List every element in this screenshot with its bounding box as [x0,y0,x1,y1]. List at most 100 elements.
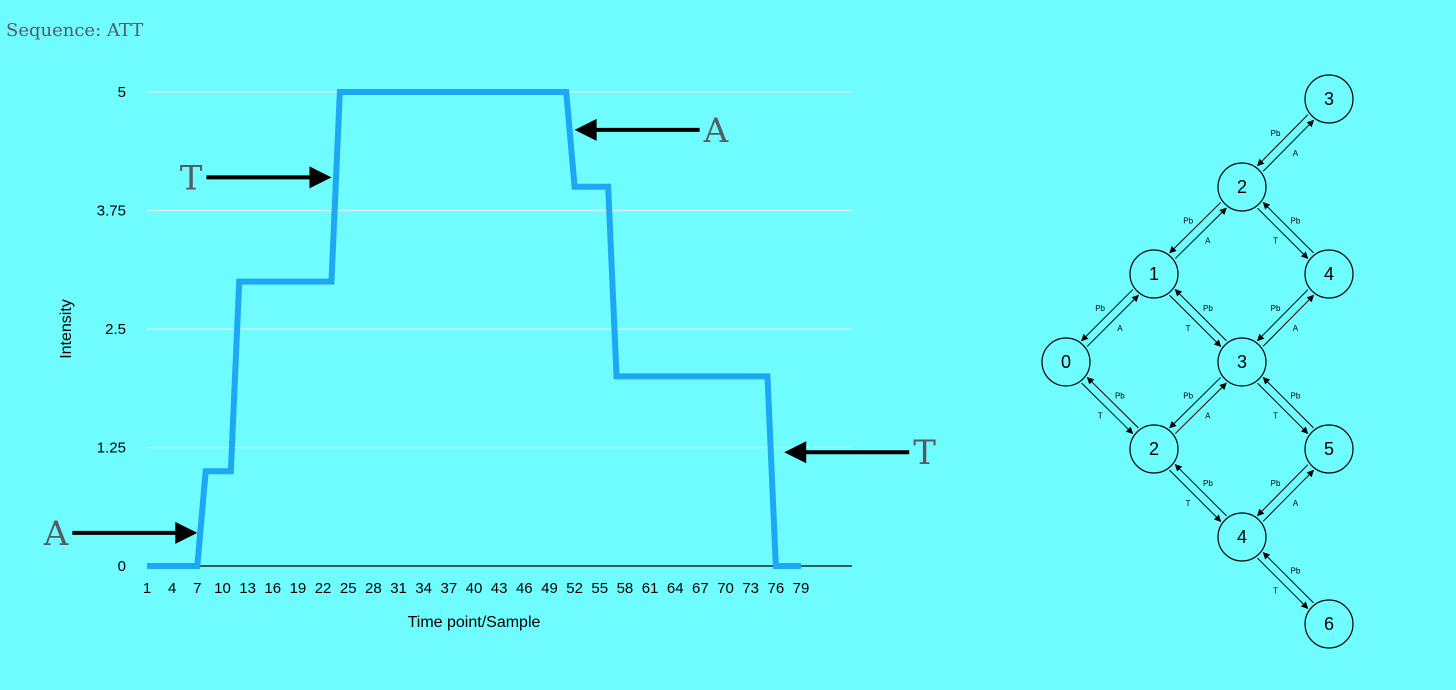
edge-back-arrow [1262,377,1314,429]
edge-back-label: Pb [1271,479,1281,488]
edge-forward-arrow [1257,557,1309,609]
x-tick-label: 40 [466,580,483,597]
y-tick-label: 3.75 [97,203,126,220]
lattice-edge: T Pb [1169,464,1227,522]
lattice-edge: TPb [1169,289,1227,347]
x-tick-label: 61 [642,580,659,597]
annotation-arrow-t: T [180,158,332,198]
lattice-edge: T Pb [1081,376,1139,435]
edge-forward-label: A [1117,324,1123,333]
edge-back-label: Pb [1115,392,1125,401]
sequence-title: Sequence: ATT [6,20,144,41]
lattice-edge: APb [1256,289,1315,347]
lattice-edge: T Pb [1257,552,1314,609]
arrow-head [784,441,807,464]
edge-back-label: Pb [1183,392,1193,401]
edge-back-arrow [1174,289,1227,342]
x-tick-label: 10 [214,580,231,597]
x-tick-label: 1 [143,580,151,597]
lattice-node-n3b: 3 [1304,74,1354,124]
edge-back-arrow [1086,376,1139,429]
chart-y-ticks: 01.252.53.755 [97,84,126,575]
x-tick-label: 4 [168,580,176,597]
edge-back-arrow [1169,202,1222,254]
edge-forward-arrow [1086,294,1139,347]
edge-forward-label: T [1186,499,1191,508]
x-tick-label: 37 [441,580,458,597]
annotation-arrow-t: T [784,433,936,473]
node-circle [1304,249,1354,299]
node-circle [1217,337,1267,387]
x-tick-label: 31 [390,580,407,597]
node-label: 4 [1237,527,1247,547]
chart-grid [147,91,852,449]
x-tick-label: 13 [239,580,256,597]
lattice-edge: APb [1169,202,1227,259]
edge-back-arrow [1262,552,1314,604]
edge-forward-arrow [1262,469,1315,522]
lattice-node-n1: 1 [1129,249,1179,299]
chart-annotations: A T A T [43,111,936,554]
edge-forward-label: A [1293,149,1299,158]
x-tick-label: 19 [290,580,307,597]
lattice-edge: A Pb [1256,114,1315,172]
node-label: 5 [1324,439,1334,459]
x-tick-label: 49 [541,580,558,597]
y-tick-label: 0 [118,558,126,575]
node-circle [1217,512,1267,562]
lattice-node-n4b: 4 [1304,249,1354,299]
node-label: 1 [1149,264,1159,284]
edge-forward-arrow [1262,119,1315,172]
x-tick-label: 52 [566,580,583,597]
node-circle [1304,424,1354,474]
node-circle [1304,599,1354,649]
edge-forward-label: T [1273,236,1278,245]
edge-back-label: Pb [1271,129,1281,138]
edge-forward-label: T [1273,411,1278,420]
edge-forward-label: T [1273,586,1278,595]
lattice-node-n6: 6 [1304,599,1354,649]
edge-back-label: Pb [1291,217,1301,226]
x-axis-label: Time point/Sample [408,614,541,631]
annotation-label: A [703,111,729,151]
x-tick-label: 70 [717,580,734,597]
x-tick-label: 76 [768,580,785,597]
arrow-head [574,118,597,141]
x-tick-label: 73 [742,580,759,597]
annotation-label: A [43,514,69,554]
edge-back-label: Pb [1183,217,1193,226]
edge-forward-label: A [1293,324,1299,333]
edge-back-label: Pb [1203,479,1213,488]
edge-back-arrow [1262,202,1314,254]
edge-back-arrow [1169,377,1222,429]
edge-back-label: Pb [1291,567,1301,576]
node-circle [1304,74,1354,124]
edge-forward-arrow [1174,207,1227,259]
x-tick-label: 55 [591,580,608,597]
node-label: 6 [1324,614,1334,634]
lattice-node-n4a: 4 [1217,512,1267,562]
lattice-node-n2b: 2 [1129,424,1179,474]
x-tick-label: 64 [667,580,684,597]
edge-forward-arrow [1169,469,1222,522]
edge-forward-arrow [1257,207,1309,259]
x-tick-label: 67 [692,580,709,597]
x-tick-label: 43 [491,580,508,597]
edge-back-arrow [1081,289,1134,342]
edge-back-label: Pb [1095,304,1105,313]
edge-back-arrow [1256,289,1309,342]
y-tick-label: 2.5 [105,321,126,338]
arrow-head [309,166,332,189]
lattice-edge: A Pb [1081,289,1139,347]
lattice-node-n0: 0 [1041,337,1091,387]
edge-back-arrow [1256,464,1309,517]
edge-forward-label: T [1098,411,1103,420]
x-tick-label: 58 [617,580,634,597]
x-tick-label: 7 [193,580,201,597]
node-label: 2 [1237,177,1247,197]
edge-forward-arrow [1257,382,1309,434]
edge-forward-label: A [1293,499,1299,508]
x-tick-label: 46 [516,580,533,597]
edge-back-label: Pb [1203,304,1213,313]
